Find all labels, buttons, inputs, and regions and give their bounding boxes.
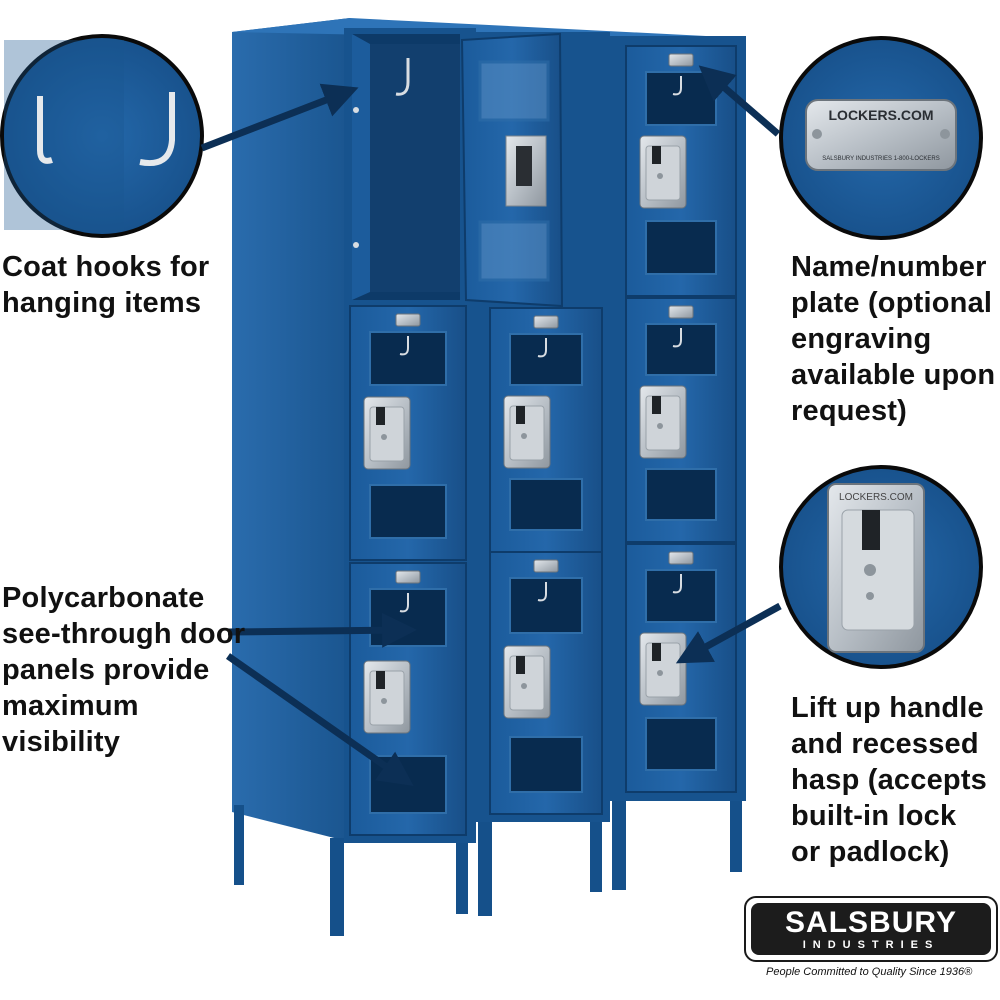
see-through-panel bbox=[645, 220, 717, 275]
coat-hooks-caption: Coat hooks for hanging items bbox=[2, 251, 210, 319]
callout-arrows bbox=[200, 65, 782, 787]
locker-door[interactable] bbox=[349, 562, 467, 836]
handle-detail-circle: LOCKERS.COM bbox=[779, 465, 983, 669]
nameplate-brand-text: LOCKERS.COM bbox=[829, 107, 934, 123]
nameplate-caption: Name/number plate (optional engraving av… bbox=[791, 251, 996, 427]
locker-door[interactable] bbox=[625, 297, 737, 543]
see-through-panel bbox=[645, 468, 717, 521]
see-through-panel bbox=[369, 484, 447, 539]
number-plate bbox=[395, 313, 421, 327]
locker-door[interactable] bbox=[489, 307, 603, 553]
arrow-hooks bbox=[200, 83, 359, 152]
arrow-poly-1 bbox=[227, 612, 417, 648]
arrow-plate bbox=[698, 65, 781, 137]
coat-hook-icon bbox=[37, 96, 53, 164]
locker-legs bbox=[234, 790, 742, 936]
number-plate bbox=[668, 305, 694, 319]
logo-name: SALSBURY bbox=[785, 906, 957, 939]
see-through-panel bbox=[509, 736, 583, 793]
hooks-detail-circle bbox=[0, 34, 204, 238]
number-plate bbox=[533, 315, 559, 329]
number-plate bbox=[668, 53, 694, 67]
number-plate bbox=[668, 551, 694, 565]
nameplate-info-text: SALSBURY INDUSTRIES 1-800-LOCKERS bbox=[822, 156, 940, 162]
salsbury-logo: SALSBURY INDUSTRIES People Committed to … bbox=[744, 896, 998, 996]
locker-door[interactable] bbox=[349, 305, 467, 561]
see-through-panel bbox=[645, 717, 717, 771]
arrow-handle bbox=[675, 602, 782, 664]
coat-hook-icon bbox=[139, 92, 175, 166]
handle-brand-text: LOCKERS.COM bbox=[839, 492, 913, 503]
nameplate-detail-circle: LOCKERS.COM SALSBURY INDUSTRIES 1-800-LO… bbox=[779, 36, 983, 240]
see-through-panel bbox=[509, 478, 583, 531]
handle-caption: Lift up handle and recessed hasp (accept… bbox=[791, 692, 988, 868]
locker-door[interactable] bbox=[489, 551, 603, 815]
logo-badge: SALSBURY INDUSTRIES bbox=[744, 896, 998, 962]
polycarbonate-caption: Polycarbonate see-through door panels pr… bbox=[2, 582, 246, 758]
locker-door[interactable] bbox=[625, 543, 737, 793]
logo-tagline: People Committed to Quality Since 1936® bbox=[766, 966, 973, 978]
open-locker-door[interactable] bbox=[460, 32, 564, 308]
number-plate bbox=[395, 570, 421, 584]
logo-subtitle: INDUSTRIES bbox=[802, 939, 940, 951]
open-compartment bbox=[352, 34, 460, 300]
arrow-poly-2 bbox=[225, 653, 414, 787]
number-plate bbox=[533, 559, 559, 573]
